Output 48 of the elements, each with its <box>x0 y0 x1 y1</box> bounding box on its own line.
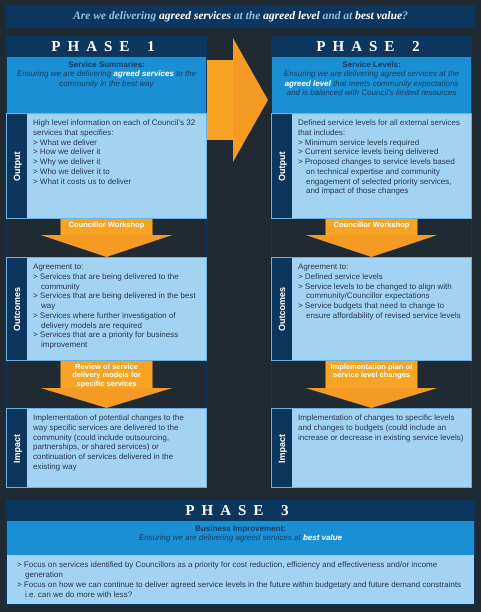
bullet-item: > Proposed changes to service levels based on technical expertise and community engagement of selected priority services, and impact of those changes <box>298 157 456 196</box>
side-label: Impact <box>272 409 292 487</box>
intro-text: Implementation of changes to specific levels and changes to budgets (could include an increase or decrease in existing service levels) <box>298 413 464 442</box>
bullet-item: > Service budgets that need to change to ensure affordability of revised service levels <box>298 301 462 320</box>
bullet-item: > Defined service levels <box>298 272 384 282</box>
subtitle: Service Summaries: <box>67 60 146 69</box>
bullet-item: > Minimum service levels required <box>298 138 420 148</box>
phase-panel <box>271 36 472 488</box>
side-label: Output <box>7 114 27 218</box>
intro-text: Defined service levels for all external services that includes: <box>298 118 461 138</box>
bullet-item: > How we deliver it <box>33 147 102 157</box>
side-label: Impact <box>7 409 27 487</box>
intro-text: Agreement to: <box>33 262 84 272</box>
bullet-item: > Service levels to be changed to align with community/Councillor expectations <box>298 282 453 301</box>
bullet-item: > Services that are being delivered to the community <box>33 272 180 292</box>
tagline: Ensuring we are delivering agreed services at the agreed level that meets community expectations and is balanced with Council’s limited resources <box>282 69 460 98</box>
intro-text: High level information on each of Council’s 32 services that specifies: <box>33 118 196 138</box>
bullet-item: > Current service levels being delivered <box>298 147 440 157</box>
bullet-item: > Focus on how we can continue to deliver agreed service levels in the future within budgetary and future demand constraints i.e. can we do more with less? <box>17 580 462 600</box>
phase-heading: PHASE 3 <box>7 501 474 521</box>
bullet-item: > What it costs us to deliver <box>33 176 132 186</box>
side-label: Output <box>272 114 292 218</box>
phase-heading: PHASE 2 <box>272 37 471 57</box>
phase-heading: PHASE 1 <box>7 37 206 57</box>
bullet-item: > Why we deliver it <box>33 157 102 167</box>
content-box <box>271 257 472 361</box>
phase-panel <box>6 500 475 605</box>
content-box <box>271 113 472 219</box>
bullet-item: > What we deliver <box>33 138 98 148</box>
content-box <box>271 408 472 488</box>
bullet-item: > Services where further investigation of delivery models are required <box>33 310 177 330</box>
title-banner: Are we delivering agreed services at the agreed level and at best value? <box>6 5 475 28</box>
bullet-item: > Focus on services identified by Councillors as a priority for cost reduction, efficiency and effectiveness and/or income generation <box>17 560 438 580</box>
content-box <box>6 408 207 488</box>
phase-panel <box>6 36 207 488</box>
bullet-item: > Who we deliver it to <box>33 166 111 176</box>
bullet-item: > Services that are a priority for business improvement <box>33 330 180 350</box>
side-label: Outcomes <box>7 258 27 360</box>
intro-text: Agreement to: <box>298 262 350 272</box>
intro-text: Implementation of potential changes to the way specific services are delivered to the community (could include outsourcing, partnerships, or shared services) or continuation of services delivered in the existing way <box>33 413 185 472</box>
bullet-item: > Services that are being delivered in the best way <box>33 291 197 311</box>
tagline: Ensuring we are delivering agreed services to the community in the best way <box>16 69 198 88</box>
content-box <box>6 257 207 361</box>
tagline: Ensuring we are delivering agreed services at best value <box>138 533 344 543</box>
content-box <box>6 113 207 219</box>
side-label: Outcomes <box>272 258 292 360</box>
subtitle: Service Levels: <box>341 60 402 69</box>
subtitle: Business Improvement: <box>194 524 287 533</box>
